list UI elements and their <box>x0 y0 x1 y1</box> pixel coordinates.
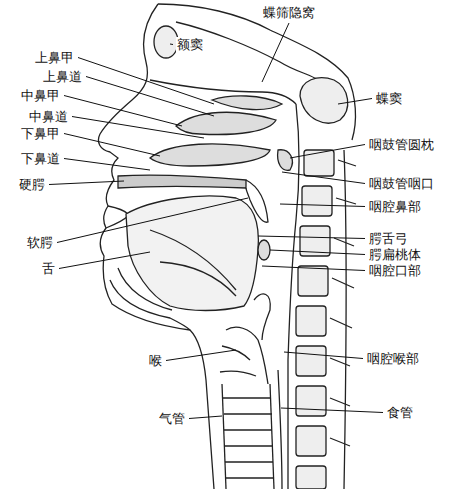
part-label: 上鼻甲 <box>34 50 75 65</box>
part-label: 气管 <box>158 411 186 426</box>
part-label: 腭舌弓 <box>368 231 409 246</box>
part-label: 喉 <box>148 353 163 368</box>
part-label: 咽腔喉部 <box>366 351 420 366</box>
leader-line <box>59 252 150 269</box>
part-label: 硬腭 <box>18 177 46 192</box>
leader-line <box>64 159 150 171</box>
leader-line <box>270 250 365 255</box>
part-label: 咽腔口部 <box>368 263 422 278</box>
part-label: 咽腔鼻部 <box>368 199 422 214</box>
part-label: 中鼻甲 <box>20 88 61 103</box>
part-label: 舌 <box>41 261 56 276</box>
part-label: 软腭 <box>26 235 54 250</box>
leader-line <box>64 96 182 127</box>
leader-line <box>258 236 365 239</box>
leader-line <box>282 172 365 184</box>
leader-line <box>170 44 173 46</box>
part-label: 额窦 <box>176 37 204 52</box>
leader-line <box>262 23 289 82</box>
part-label: 上鼻道 <box>42 69 83 84</box>
leader-line <box>284 352 363 359</box>
part-label: 蝶窦 <box>375 91 403 106</box>
part-label: 咽鼓管圆枕 <box>368 137 435 152</box>
leader-line <box>72 117 204 139</box>
leader-line <box>290 145 365 159</box>
part-label: 中鼻道 <box>28 109 69 124</box>
leader-line <box>280 204 365 207</box>
leader-line <box>262 266 365 271</box>
part-label: 咽鼓管咽口 <box>368 176 435 191</box>
part-label: 蝶筛隐窝 <box>262 5 316 20</box>
leader-line <box>86 77 214 117</box>
leader-line <box>166 350 236 361</box>
part-label: 下鼻甲 <box>20 126 61 141</box>
part-label: 下鼻道 <box>20 151 61 166</box>
leader-line <box>57 198 248 243</box>
leader-line <box>189 416 222 419</box>
leader-line <box>338 99 372 105</box>
leader-line <box>49 181 124 185</box>
part-label: 腭扁桃体 <box>368 247 422 262</box>
part-label: 食管 <box>386 405 414 420</box>
leader-line <box>281 408 383 413</box>
leader-line <box>64 134 160 157</box>
